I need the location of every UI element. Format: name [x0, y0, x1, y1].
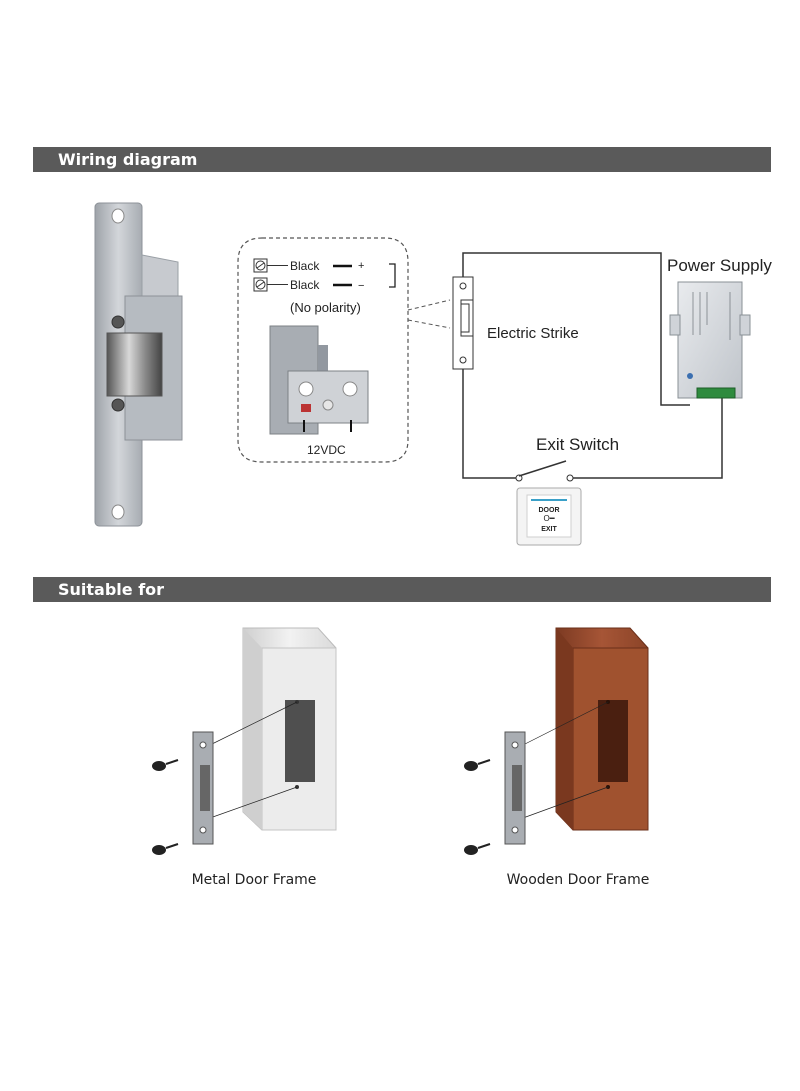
power-supply-unit — [669, 281, 751, 399]
electric-strike-symbol — [452, 276, 474, 370]
exit-switch-label: Exit Switch — [536, 435, 619, 454]
wooden-door-frame-caption: Wooden Door Frame — [506, 872, 650, 888]
metal-door-frame-illustration — [152, 627, 337, 855]
circuit-wires — [462, 252, 723, 479]
section-header-suitable-for: Suitable for — [33, 577, 771, 602]
screw-icon — [152, 759, 179, 771]
exit-button-icon: DOOR O━ EXIT — [516, 487, 582, 546]
terminal-icon — [253, 277, 288, 292]
screw-icon — [464, 843, 491, 855]
switch-symbol — [515, 460, 574, 482]
screw-icon — [152, 843, 179, 855]
polarity-note: (No polarity) — [290, 300, 361, 315]
screw-icon — [464, 759, 491, 771]
exit-button-top-text: DOOR — [539, 507, 560, 514]
electric-strike-label: Electric Strike — [487, 325, 579, 342]
wire1-sign: + — [358, 260, 364, 272]
wire2-sign: − — [358, 280, 364, 292]
wire1-color-label: Black — [290, 259, 320, 273]
wooden-door-frame-illustration — [464, 627, 649, 855]
power-supply-label: Power Supply — [667, 256, 772, 275]
bracket-icon — [389, 263, 396, 288]
voltage-label: 12VDC — [307, 443, 346, 457]
wire2-color-label: Black — [290, 278, 320, 292]
terminal-icon — [253, 258, 288, 273]
exit-button-bottom-text: EXIT — [541, 526, 557, 533]
key-icon: O━ — [543, 514, 554, 523]
wiring-callout — [237, 237, 451, 463]
metal-door-frame-caption: Metal Door Frame — [191, 872, 317, 888]
section-header-wiring-diagram: Wiring diagram — [33, 147, 771, 172]
electric-strike-photo — [94, 202, 183, 527]
strike-back-view — [269, 325, 369, 435]
